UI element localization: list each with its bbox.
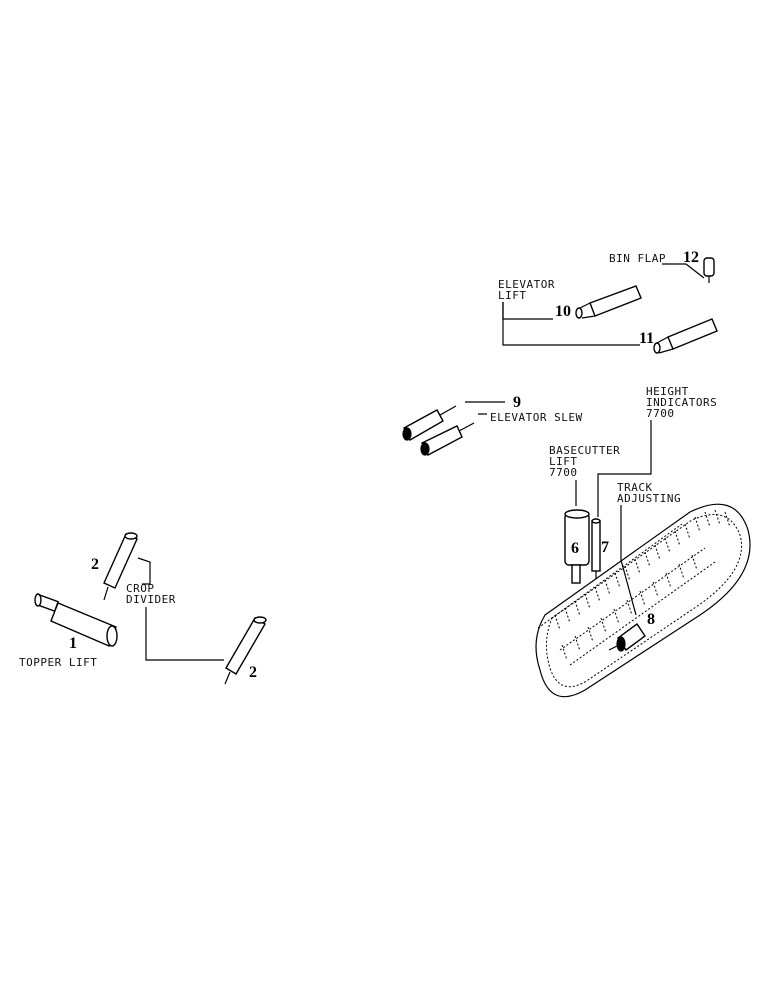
bin-flap-label: BIN FLAP — [609, 252, 666, 265]
bin-flap-cylinder — [703, 257, 715, 283]
track-adjusting-label-line1: TRACK — [617, 481, 653, 494]
elevator-lift-label-line1: ELEVATOR — [498, 278, 555, 291]
part-number-2-upper: 2 — [91, 556, 99, 573]
part-number-8: 8 — [647, 611, 655, 628]
part-number-11: 11 — [639, 330, 654, 347]
crop-divider-label-line2: DIVIDER — [126, 593, 176, 606]
track-adjusting-leader — [620, 505, 637, 616]
height-indicators-label-line1: HEIGHT — [646, 385, 689, 398]
part-number-1: 1 — [69, 635, 77, 652]
crop-divider-cylinder-upper — [103, 532, 138, 601]
track-adjusting-cylinder-8 — [608, 623, 646, 652]
height-indicators-leader — [597, 420, 652, 517]
part-number-2-lower: 2 — [249, 664, 257, 681]
crop-divider-leader-lower — [145, 607, 224, 661]
elevator-lift-cylinder-11 — [653, 318, 718, 354]
track-adjusting-label-line2: ADJUSTING — [617, 492, 681, 505]
height-indicators-label-line3: 7700 — [646, 407, 675, 420]
basecutter-lift-cylinder-6 — [564, 509, 590, 584]
basecutter-lift-label-line1: BASECUTTER — [549, 444, 620, 457]
crawler-track — [535, 503, 751, 698]
basecutter-lift-label-line3: 7700 — [549, 466, 578, 479]
topper-lift-label: TOPPER LIFT — [19, 656, 97, 669]
part-number-7: 7 — [601, 539, 609, 556]
basecutter-lift-label-line2: LIFT — [549, 455, 578, 468]
elevator-slew-label: ELEVATOR SLEW — [490, 411, 583, 424]
elevator-slew-cylinder-upper — [402, 405, 457, 441]
part-number-6: 6 — [571, 540, 579, 557]
part-number-10: 10 — [555, 303, 571, 320]
part-number-9: 9 — [513, 394, 521, 411]
elevator-lift-cylinder-10 — [575, 285, 642, 319]
crop-divider-leader-upper — [137, 557, 151, 585]
bin-flap-leader-2 — [685, 263, 705, 279]
crop-divider-cylinder-lower — [224, 616, 267, 685]
part-number-12: 12 — [683, 249, 699, 266]
height-indicators-label-line2: INDICATORS — [646, 396, 717, 409]
elevator-lift-label-line2: LIFT — [498, 289, 527, 302]
topper-lift-cylinder — [34, 593, 118, 647]
elevator-lift-leader-11 — [502, 302, 640, 346]
elevator-lift-leader-10 — [502, 302, 553, 320]
crop-divider-label-line1: CROP — [126, 582, 155, 595]
height-indicator-rod-7 — [591, 518, 601, 579]
elevator-slew-cylinder-lower — [420, 422, 475, 456]
